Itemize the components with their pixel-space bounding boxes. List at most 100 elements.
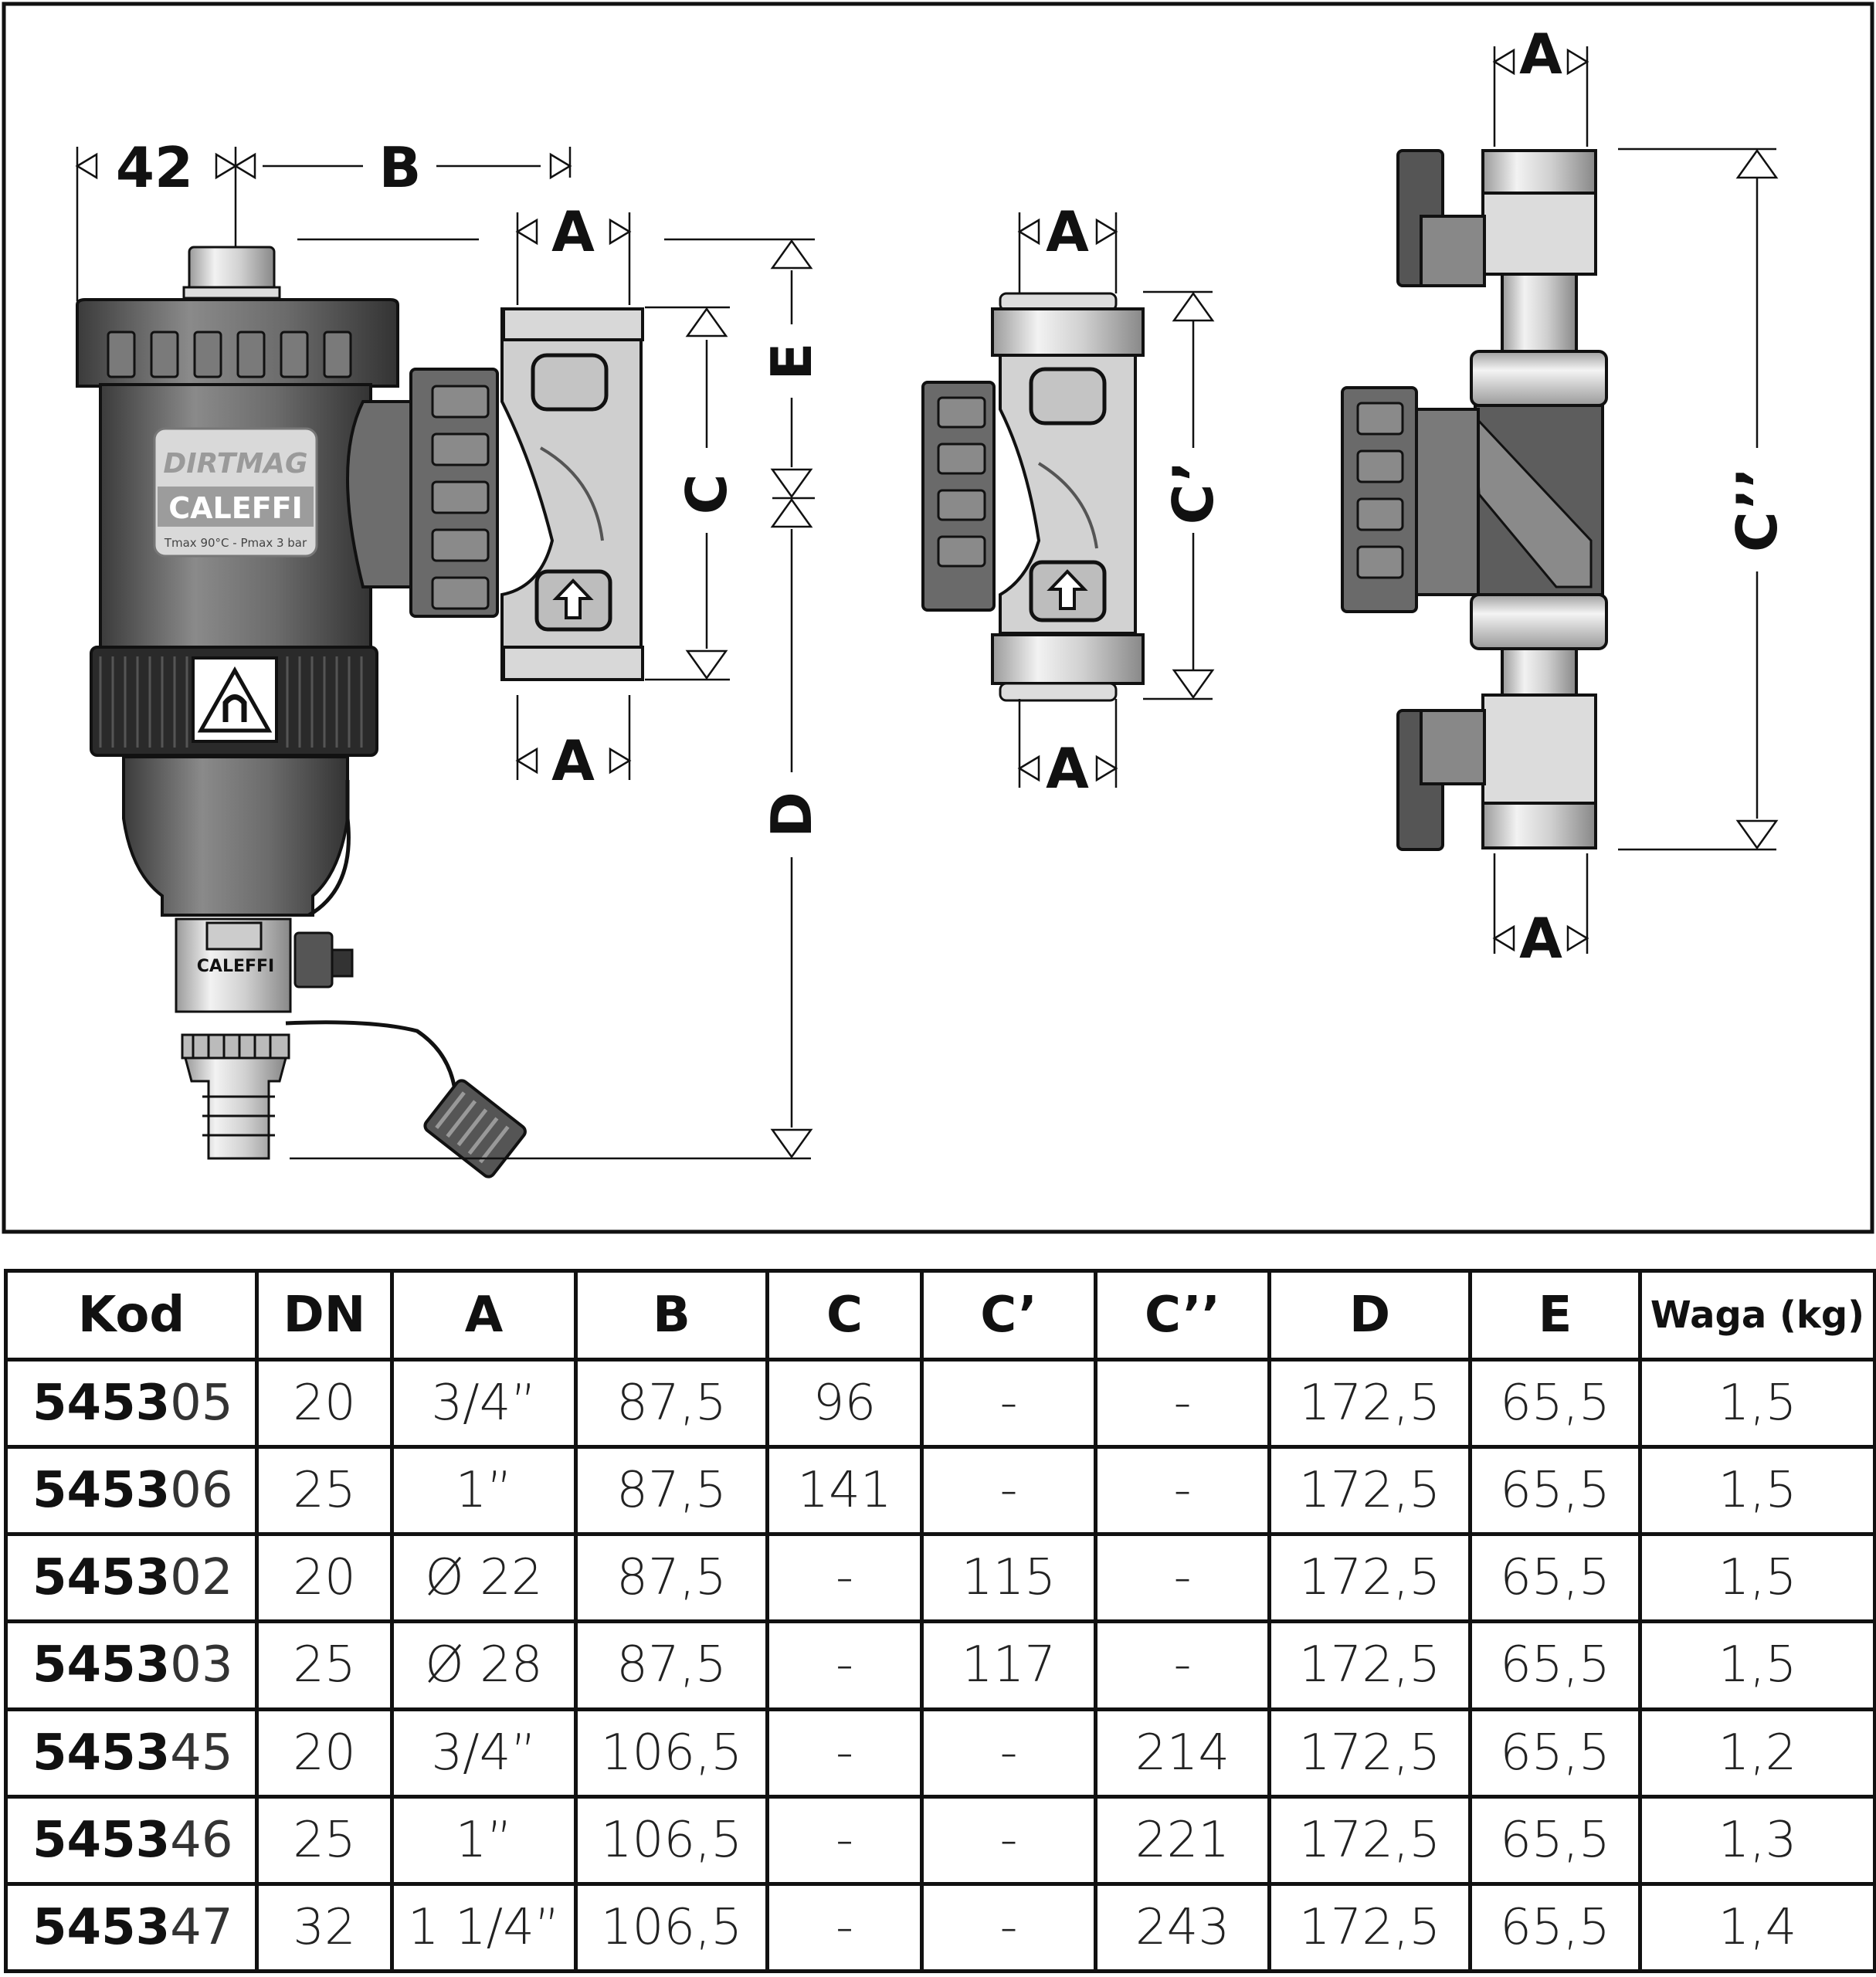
dim-c-prime-label: C’: [1161, 461, 1226, 525]
cell-e: 65,5: [1468, 1357, 1642, 1450]
cell-dn: 20: [255, 1707, 394, 1799]
cell-e: 65,5: [1468, 1532, 1642, 1624]
ball-valve-assembly: [1341, 149, 1608, 851]
cell-a: Ø 28: [390, 1619, 578, 1711]
cell-a: 1 1/4”: [390, 1881, 578, 1974]
cell-d: 172,5: [1267, 1532, 1472, 1624]
cell-kod: 545305: [4, 1357, 259, 1450]
code-suffix: 46: [170, 1811, 233, 1869]
technical-drawing: DIRTMAG CALEFFI Tmax 90°C - Pmax 3 bar C…: [2, 2, 1874, 1234]
code-prefix: 5453: [32, 1636, 171, 1694]
cell-d: 172,5: [1267, 1881, 1472, 1974]
cell-c-prime: 115: [920, 1532, 1097, 1624]
header-dn: DN: [255, 1269, 394, 1362]
cell-waga: 1,5: [1638, 1357, 1876, 1450]
spec-table: Kod DN A B C C’ C’’ D E Waga (kg) 545305…: [4, 1269, 1876, 1974]
cell-c: 141: [765, 1445, 924, 1537]
cell-e: 65,5: [1468, 1445, 1642, 1537]
header-c-double-prime: C’’: [1094, 1269, 1271, 1362]
cell-waga: 1,5: [1638, 1532, 1876, 1624]
magnet-warning-icon: [192, 656, 278, 743]
cell-waga: 1,3: [1638, 1794, 1876, 1886]
threaded-tee-fitting: [409, 307, 644, 681]
cell-c-prime: -: [920, 1881, 1097, 1974]
cell-a: 3/4”: [390, 1357, 578, 1450]
dim-a-top-middle-label: A: [1046, 199, 1089, 264]
cell-e: 65,5: [1468, 1619, 1642, 1711]
table-header-row: Kod DN A B C C’ C’’ D E Waga (kg): [4, 1269, 1876, 1362]
cell-dn: 20: [255, 1357, 394, 1450]
cell-c-double-prime: 214: [1094, 1707, 1271, 1799]
dim-c-double-prime-label: C’’: [1725, 467, 1789, 552]
cell-d: 172,5: [1267, 1445, 1472, 1537]
cell-waga: 1,2: [1638, 1707, 1876, 1799]
code-prefix: 5453: [32, 1724, 171, 1782]
code-prefix: 5453: [32, 1898, 171, 1956]
cell-kod: 545345: [4, 1707, 259, 1799]
header-waga: Waga (kg): [1638, 1269, 1876, 1362]
cell-a: 1”: [390, 1794, 578, 1886]
header-b: B: [574, 1269, 769, 1362]
drawing-frame: [2, 2, 1874, 1234]
cell-c-double-prime: 243: [1094, 1881, 1271, 1974]
code-suffix: 06: [170, 1462, 233, 1520]
cell-c-prime: -: [920, 1445, 1097, 1537]
cell-c: -: [765, 1619, 924, 1711]
dim-a-bottom-right-label: A: [1519, 906, 1562, 971]
cell-d: 172,5: [1267, 1357, 1472, 1450]
code-suffix: 03: [170, 1636, 233, 1694]
cell-kod: 545347: [4, 1881, 259, 1974]
code-suffix: 02: [170, 1549, 233, 1607]
cell-b: 87,5: [574, 1357, 769, 1450]
header-d: D: [1267, 1269, 1472, 1362]
header-a: A: [390, 1269, 578, 1362]
cell-b: 87,5: [574, 1532, 769, 1624]
cell-a: Ø 22: [390, 1532, 578, 1624]
product-label-line2: CALEFFI: [168, 491, 303, 525]
cell-dn: 25: [255, 1794, 394, 1886]
cell-c: -: [765, 1794, 924, 1886]
code-prefix: 5453: [32, 1375, 171, 1433]
flow-arrow-icon: [552, 578, 594, 619]
dim-b-label: B: [379, 135, 422, 200]
dimension-lines: [75, 46, 1779, 1160]
dim-42-label: 42: [116, 135, 193, 200]
cell-b: 106,5: [574, 1794, 769, 1886]
cell-kod: 545306: [4, 1445, 259, 1537]
cell-c-double-prime: 221: [1094, 1794, 1271, 1886]
cell-c-double-prime: -: [1094, 1619, 1271, 1711]
cell-e: 65,5: [1468, 1881, 1642, 1974]
cell-dn: 32: [255, 1881, 394, 1974]
header-c: C: [765, 1269, 924, 1362]
code-suffix: 45: [170, 1724, 233, 1782]
cell-dn: 25: [255, 1619, 394, 1711]
cell-e: 65,5: [1468, 1707, 1642, 1799]
product-label-line3: Tmax 90°C - Pmax 3 bar: [164, 536, 307, 550]
cell-c-double-prime: -: [1094, 1445, 1271, 1537]
cell-e: 65,5: [1468, 1794, 1642, 1886]
cell-kod: 545302: [4, 1532, 259, 1624]
drawing-svg: DIRTMAG CALEFFI Tmax 90°C - Pmax 3 bar C…: [2, 2, 1874, 1234]
dim-d-label: D: [759, 792, 824, 838]
cell-c-prime: -: [920, 1794, 1097, 1886]
cell-b: 106,5: [574, 1881, 769, 1974]
cell-a: 1”: [390, 1445, 578, 1537]
valve-label: CALEFFI: [197, 957, 274, 976]
cell-waga: 1,5: [1638, 1619, 1876, 1711]
cell-c: -: [765, 1881, 924, 1974]
compression-tee-fitting: [921, 292, 1145, 702]
header-e: E: [1468, 1269, 1642, 1362]
dim-a-bottom-middle-label: A: [1046, 736, 1089, 801]
code-suffix: 05: [170, 1375, 233, 1433]
code-suffix: 47: [170, 1898, 233, 1956]
cell-c-double-prime: -: [1094, 1357, 1271, 1450]
cell-b: 87,5: [574, 1445, 769, 1537]
cell-c-prime: -: [920, 1707, 1097, 1799]
cell-d: 172,5: [1267, 1707, 1472, 1799]
dirtmag-separator: DIRTMAG CALEFFI Tmax 90°C - Pmax 3 bar C…: [76, 246, 527, 1178]
cell-b: 87,5: [574, 1619, 769, 1711]
